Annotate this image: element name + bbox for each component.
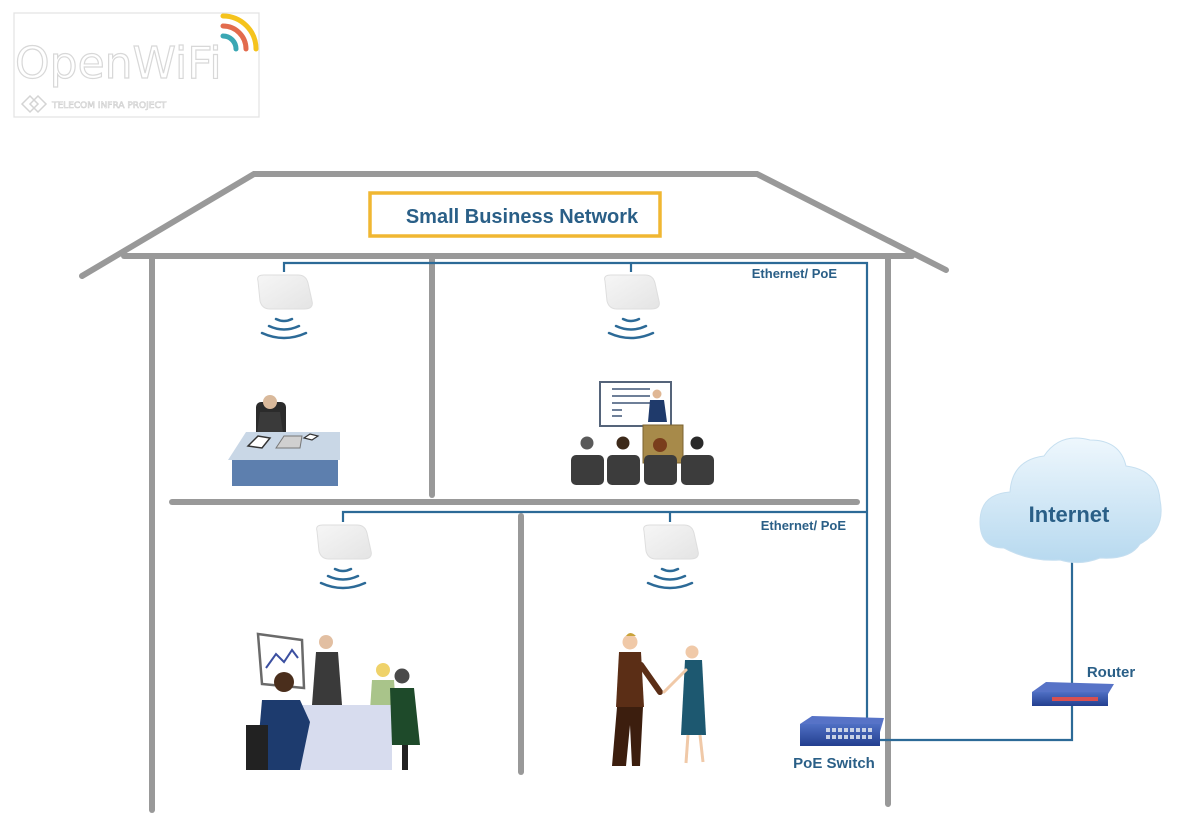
switch-router-cable bbox=[880, 700, 1074, 742]
tablet bbox=[246, 435, 272, 449]
man2-body bbox=[390, 688, 420, 745]
man-hair bbox=[626, 633, 636, 636]
switch-label: PoE Switch bbox=[793, 755, 875, 772]
handshake-scene bbox=[612, 633, 706, 766]
access-point-2 bbox=[604, 274, 660, 340]
wifi-signal-icon bbox=[646, 567, 694, 590]
presenter-body bbox=[312, 652, 342, 705]
internet-cloud: Internet bbox=[979, 437, 1162, 564]
presenter-head bbox=[319, 635, 333, 649]
access-point-icon bbox=[257, 274, 313, 310]
screen-content bbox=[612, 388, 650, 417]
lower-link-label: Ethernet/ PoE bbox=[761, 518, 847, 533]
router-label: Router bbox=[1087, 664, 1135, 681]
person-head bbox=[263, 395, 277, 409]
audience bbox=[571, 436, 714, 485]
wifi-signal-icon bbox=[319, 567, 367, 590]
access-point-3 bbox=[316, 524, 372, 590]
access-point-1 bbox=[257, 274, 313, 340]
woman-head bbox=[685, 645, 699, 659]
phone bbox=[302, 433, 320, 441]
tip-diamond-icon bbox=[20, 94, 48, 114]
title-box: Small Business Network bbox=[368, 191, 662, 238]
logo-wordmark: OpenWiFi bbox=[15, 38, 222, 89]
logo-subtitle: TELECOM INFRA PROJECT bbox=[51, 101, 167, 111]
man-head bbox=[274, 672, 294, 692]
presentation-scene bbox=[571, 381, 714, 485]
woman-head bbox=[376, 663, 390, 677]
upper-link-label: Ethernet/ PoE bbox=[752, 266, 838, 281]
logo-frame bbox=[13, 12, 260, 118]
house-structure bbox=[79, 171, 949, 813]
man-legs bbox=[612, 707, 643, 766]
router: Router bbox=[1032, 664, 1135, 706]
router-leds bbox=[1052, 697, 1098, 701]
wifi-signal-icon bbox=[607, 317, 655, 340]
man2-head bbox=[394, 668, 410, 684]
presenter-head bbox=[652, 389, 662, 399]
openwifi-logo: OpenWiFi TELECOM INFRA PROJECT bbox=[13, 12, 260, 118]
diagram-title: Small Business Network bbox=[406, 206, 639, 228]
roof bbox=[79, 171, 949, 279]
meeting-scene bbox=[246, 632, 420, 770]
laptop bbox=[275, 435, 303, 449]
meeting-table bbox=[296, 705, 392, 770]
chart-line bbox=[265, 648, 299, 669]
wifi-signal-icon bbox=[260, 317, 308, 340]
man-arm bbox=[638, 662, 663, 695]
internet-label: Internet bbox=[1029, 502, 1110, 527]
chair-right bbox=[402, 745, 408, 770]
access-point-4 bbox=[643, 524, 699, 590]
upper-poe-cable bbox=[282, 261, 869, 718]
woman-body bbox=[370, 680, 396, 710]
poe-switch: PoE Switch bbox=[793, 716, 884, 772]
access-point-icon bbox=[643, 524, 699, 560]
flipchart bbox=[256, 632, 306, 690]
office-desk-scene bbox=[228, 395, 340, 486]
router-top bbox=[1032, 682, 1114, 694]
access-point-icon bbox=[316, 524, 372, 560]
presenter-body bbox=[648, 400, 667, 422]
switch-ports bbox=[826, 728, 872, 739]
lower-poe-cable bbox=[341, 510, 867, 522]
desk-front bbox=[232, 460, 338, 486]
man-head bbox=[622, 634, 638, 650]
wifi-arcs-icon bbox=[220, 13, 259, 52]
woman-dress bbox=[681, 660, 706, 735]
cloud-icon bbox=[979, 437, 1162, 564]
woman-leg bbox=[684, 734, 690, 764]
man-body bbox=[256, 700, 310, 770]
man-suit bbox=[616, 652, 644, 707]
chair-left bbox=[246, 725, 268, 770]
woman-leg bbox=[698, 734, 705, 763]
ethernet-cables bbox=[282, 261, 1074, 742]
woman-arm bbox=[662, 668, 688, 694]
title-border bbox=[368, 191, 662, 238]
access-point-icon bbox=[604, 274, 660, 310]
